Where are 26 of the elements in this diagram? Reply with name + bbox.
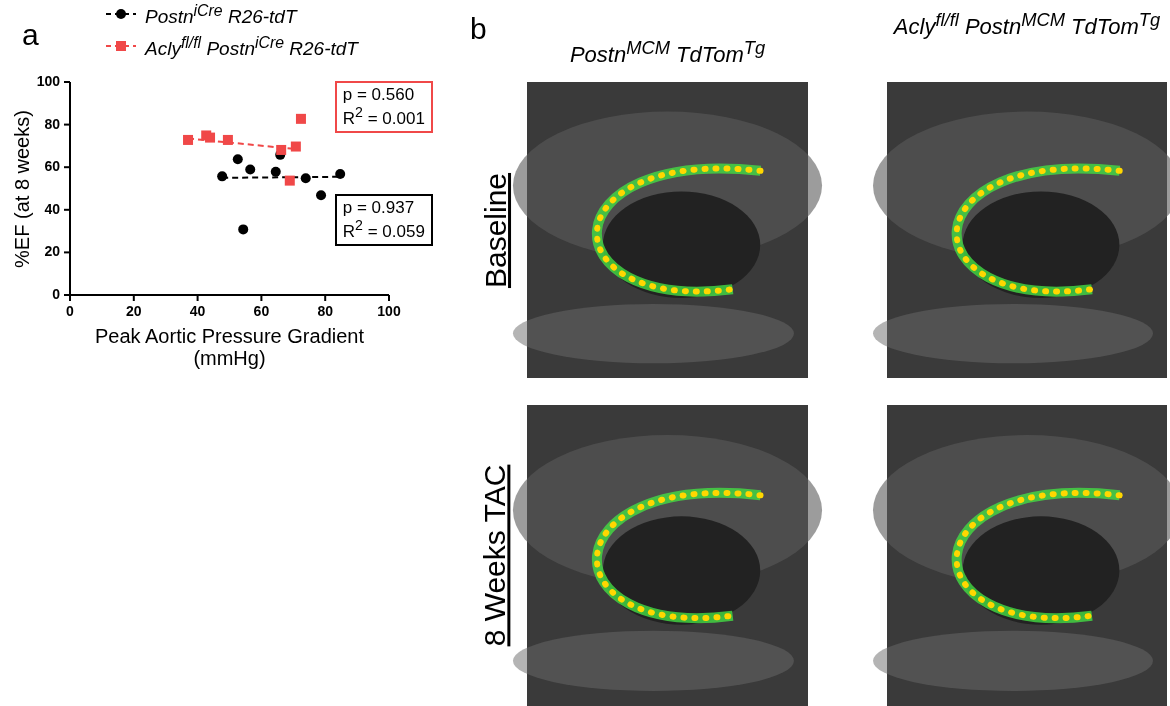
row-label: Baseline: [478, 172, 512, 288]
legend-text: Postn$^{iCre}$ R26-tdT: [145, 2, 297, 29]
stat-text: R$^{2}$ = 0.059: [342, 217, 425, 241]
row-label: 8 Weeks TAC: [478, 464, 512, 646]
tick-label: 80: [316, 304, 334, 320]
tick-label: 100: [376, 304, 402, 320]
tick-label: 80: [43, 116, 60, 132]
panel-letter: b: [470, 12, 487, 45]
stat-text: p = 0.937: [342, 198, 416, 218]
axis-title: Peak Aortic Pressure Gradient (mmHg): [94, 325, 365, 369]
tick-label: 60: [252, 304, 271, 320]
legend-text: Acly$^{fl/fl}$ Postn$^{iCre}$ R26-tdT: [145, 34, 358, 61]
stat-text: p = 0.560: [342, 85, 416, 105]
tick-label: 40: [188, 304, 207, 320]
tick-label: 0: [51, 287, 60, 303]
tick-label: 20: [43, 244, 60, 260]
tick-label: 60: [43, 159, 60, 175]
panel-letter: a: [22, 18, 39, 51]
axis-title: %EF (at 8 weeks): [10, 109, 33, 268]
tick-label: 100: [35, 74, 60, 90]
stat-text: R$^{2}$ = 0.001: [342, 104, 425, 128]
column-title: Postn$^{MCM}$ TdTom$^{Tg}$: [568, 38, 767, 68]
tick-label: 40: [43, 201, 60, 218]
tick-label: 0: [65, 304, 75, 320]
tick-label: 20: [125, 304, 143, 320]
column-title: Acly$^{fl/fl}$ Postn$^{MCM}$ TdTom$^{Tg}$: [892, 8, 1162, 42]
